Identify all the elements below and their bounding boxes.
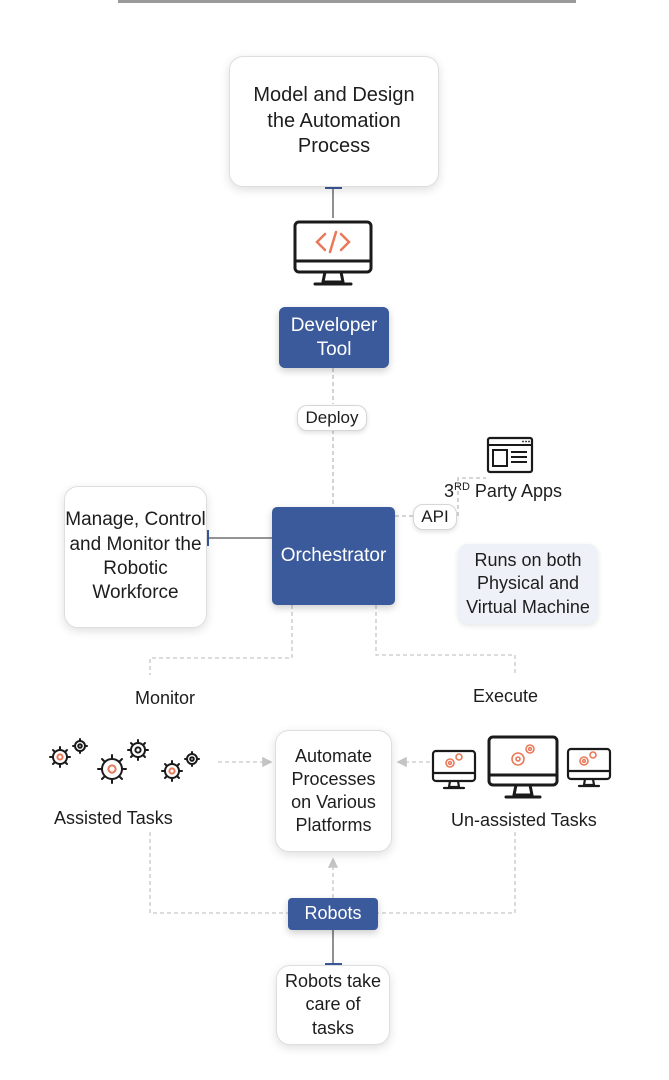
api-pill: API	[413, 504, 457, 530]
automate-card: Automate Processes on Various Platforms	[275, 730, 392, 852]
model-design-card: Model and Design the Automation Process	[229, 56, 439, 187]
browser-window-icon	[486, 436, 534, 474]
third-party-apps-label: 3RD Party Apps	[444, 481, 562, 502]
top-rule	[118, 0, 576, 3]
manage-control-card: Manage, Control and Monitor the Robotic …	[64, 486, 207, 628]
developer-tool-text: Developer Tool	[290, 315, 378, 360]
runs-on-card: Runs on both Physical and Virtual Machin…	[458, 544, 598, 624]
monitor-label: Monitor	[135, 688, 196, 708]
runs-on-text: Runs on both Physical and Virtual Machin…	[466, 550, 590, 617]
code-monitor-icon	[293, 220, 373, 286]
monitors-with-gears-icon	[431, 735, 612, 799]
manage-control-text: Manage, Control and Monitor the Robotic …	[65, 509, 206, 604]
third-party-text: Party Apps	[474, 481, 562, 501]
robots-take-care-card: Robots take care of tasks	[276, 965, 390, 1045]
orchestrator-box: Orchestrator	[272, 507, 395, 605]
model-design-text: Model and Design the Automation Process	[253, 84, 415, 158]
automate-text: Automate Processes on Various Platforms	[291, 745, 376, 836]
api-text: API	[421, 507, 449, 526]
third-party-superscript: RD	[454, 481, 470, 493]
unassisted-tasks-label: Un-assisted Tasks	[451, 810, 597, 830]
deploy-text: Deploy	[305, 408, 359, 427]
robots-box: Robots	[288, 898, 378, 930]
orchestrator-text: Orchestrator	[280, 545, 387, 567]
assisted-tasks-label: Assisted Tasks	[54, 808, 173, 828]
execute-label: Execute	[473, 686, 539, 706]
deploy-pill: Deploy	[297, 405, 367, 431]
gears-icon	[49, 738, 200, 784]
developer-tool-box: Developer Tool	[279, 307, 389, 368]
robots-take-care-text: Robots take care of tasks	[284, 971, 382, 1038]
third-party-prefix: 3	[444, 481, 455, 501]
robots-text: Robots	[304, 903, 362, 924]
